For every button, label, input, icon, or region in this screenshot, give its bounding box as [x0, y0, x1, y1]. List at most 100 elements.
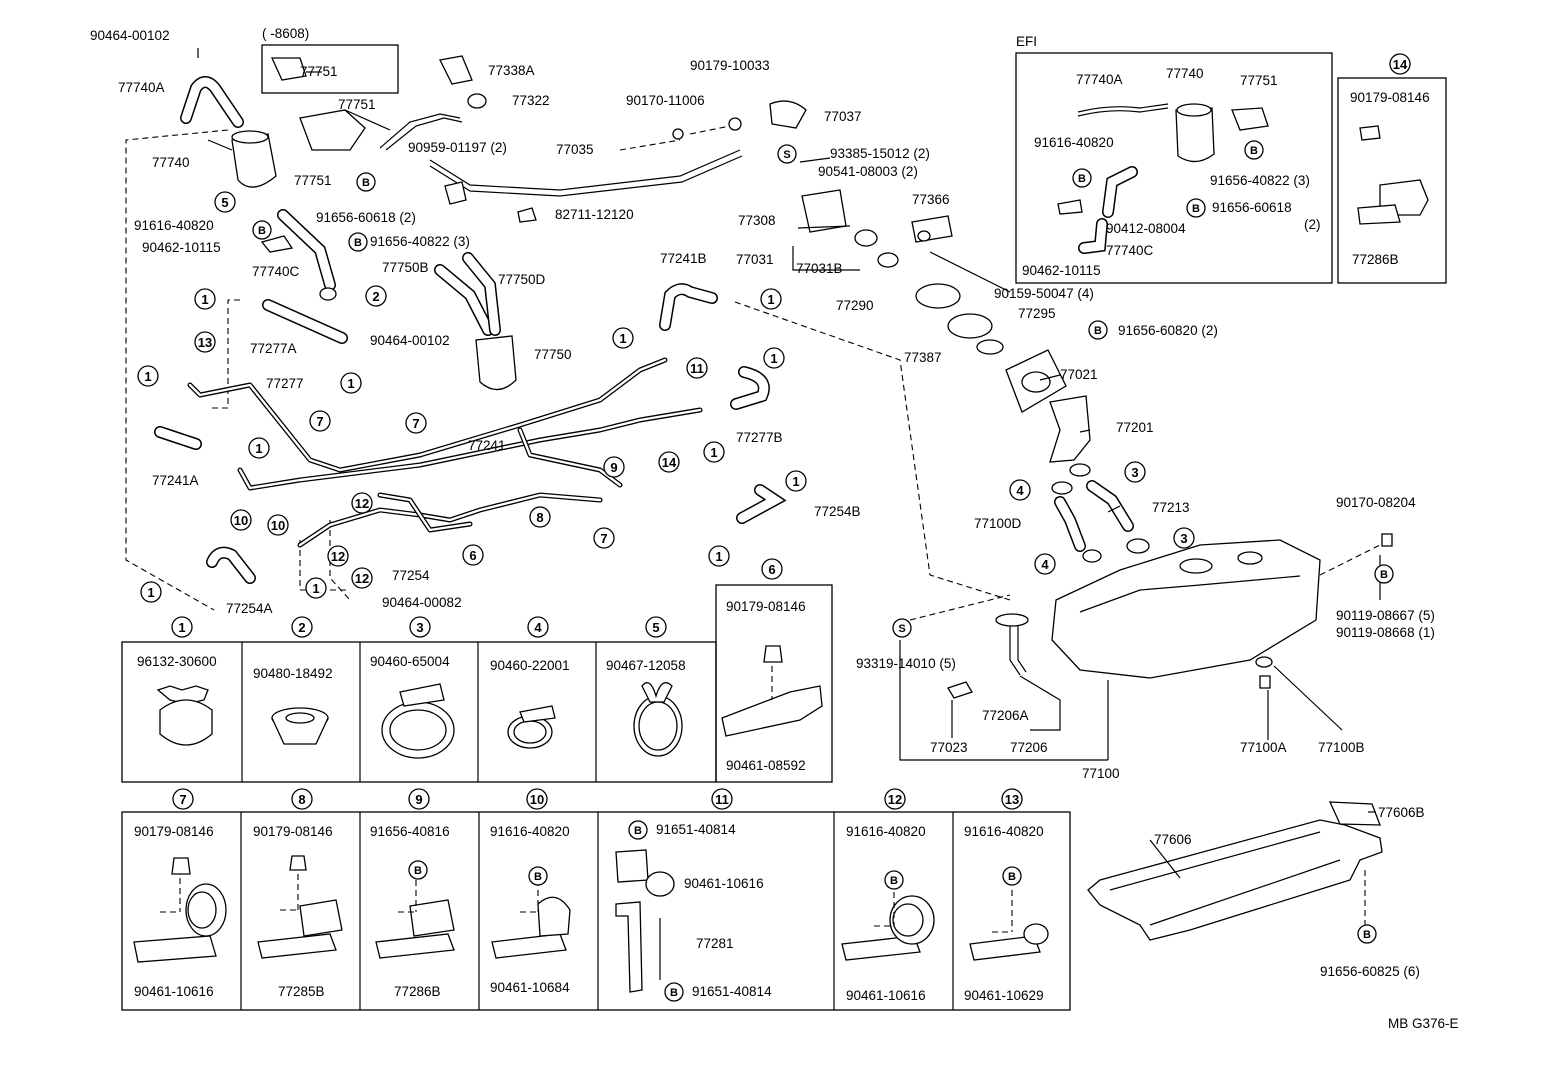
- bracket-part: [270, 57, 307, 81]
- marker-7: 7: [600, 531, 607, 546]
- part-label: 91656-60825 (6): [1320, 964, 1420, 979]
- legend-number: 6: [768, 562, 775, 577]
- b-marker: B: [1094, 325, 1102, 337]
- part-label: 90461-10684: [490, 980, 570, 995]
- part-label: 91616-40820: [134, 218, 214, 233]
- part-label: 77338A: [488, 63, 535, 78]
- marker-12: 12: [355, 571, 369, 586]
- range-box: [261, 44, 399, 94]
- legend-number: 10: [530, 792, 544, 807]
- b-marker: B: [354, 237, 362, 249]
- box-14: [1337, 77, 1447, 284]
- part-label: 90461-10629: [964, 988, 1044, 1003]
- part-label: 91651-40814: [692, 984, 772, 999]
- dash-guide: [734, 301, 1011, 601]
- legend-number: 14: [1393, 57, 1408, 72]
- part-label: 77606B: [1378, 805, 1425, 820]
- part-label: 77290: [836, 298, 874, 313]
- part-label: 91656-40822 (3): [1210, 173, 1310, 188]
- marker-1: 1: [710, 445, 717, 460]
- legend-row-1: [121, 584, 833, 783]
- part-label: 77281: [696, 936, 734, 951]
- part-label: 93319-14010 (5): [856, 656, 956, 671]
- part-label: 90170-11006: [626, 93, 705, 108]
- legend-number: 12: [888, 792, 902, 807]
- part-label: 90412-08004: [1106, 221, 1186, 236]
- dash-guide: [689, 125, 731, 135]
- legend-row-2: [121, 811, 1071, 1011]
- part-label: 90461-10616: [684, 876, 764, 891]
- part-label: 77241: [468, 438, 506, 453]
- legend-number: 8: [298, 792, 305, 807]
- legend-number: 11: [715, 792, 729, 807]
- part-label: 90464-00102: [370, 333, 450, 348]
- part-label: 90159-50047 (4): [994, 286, 1094, 301]
- part-label: 90461-10616: [846, 988, 926, 1003]
- part-label: 90179-08146: [134, 824, 214, 839]
- part-label: 77201: [1116, 420, 1154, 435]
- part-label: 90179-08146: [253, 824, 333, 839]
- part-label: 90461-08592: [726, 758, 806, 773]
- part-label: 91651-40814: [656, 822, 736, 837]
- fuel-lid: [801, 189, 847, 233]
- b-marker: B: [1192, 203, 1200, 215]
- part-label: 90119-08667 (5): [1336, 608, 1435, 623]
- part-label: 77751: [1240, 73, 1278, 88]
- filler-pipe: [1049, 395, 1091, 463]
- legend-number: 5: [652, 620, 659, 635]
- part-label: 90464-00102: [90, 28, 170, 43]
- part-label: 77606: [1154, 832, 1192, 847]
- part-label: 77031B: [796, 261, 843, 276]
- marker-12: 12: [331, 549, 345, 564]
- part-label: 77277A: [250, 341, 297, 356]
- legend-row-2-labels: 90179-08146 90461-10616 90179-08146 7728…: [134, 822, 1044, 1003]
- legend-number: 3: [416, 620, 423, 635]
- marker-1: 1: [792, 474, 799, 489]
- part-label: 77740C: [252, 264, 300, 279]
- marker-14: 14: [662, 455, 677, 470]
- marker-4: 4: [1041, 557, 1049, 572]
- valve-bracket: [299, 109, 366, 151]
- legend-number: 4: [534, 620, 542, 635]
- part-label: 90460-22001: [490, 658, 570, 673]
- dash-guide: [909, 594, 1011, 621]
- part-label: 91616-40820: [1034, 135, 1114, 150]
- marker-1: 1: [144, 369, 151, 384]
- marker-2: 2: [372, 289, 379, 304]
- part-label: 90462-10115: [142, 240, 221, 255]
- part-label: 77366: [912, 192, 950, 207]
- marker-1: 1: [147, 585, 154, 600]
- marker-1: 1: [770, 351, 777, 366]
- part-label: 90541-08003 (2): [818, 164, 918, 179]
- s-marker: S: [898, 623, 905, 635]
- part-label: 90480-18492: [253, 666, 333, 681]
- part-label: 91656-60618 (2): [316, 210, 416, 225]
- marker-10: 10: [234, 513, 248, 528]
- part-label: 77206: [1010, 740, 1048, 755]
- marker-4: 4: [1016, 483, 1024, 498]
- part-label: 91656-40822 (3): [370, 234, 470, 249]
- efi-box: [1015, 52, 1333, 284]
- part-label: 77750B: [382, 260, 429, 275]
- part-label: 91616-40820: [846, 824, 926, 839]
- part-label: 90119-08668 (1): [1336, 625, 1435, 640]
- marker-1: 1: [715, 549, 722, 564]
- range-label: ( -8608): [262, 26, 309, 41]
- part-label: 77308: [738, 213, 776, 228]
- dash-guide: [125, 129, 229, 611]
- circled-markers: 5 2 1 13 1 1 7 7 1 10 10 12 12 12 1 1 6 …: [137, 53, 1411, 810]
- part-label: 90462-10115: [1022, 263, 1101, 278]
- part-label: 77100B: [1318, 740, 1365, 755]
- part-label: 77286B: [1352, 252, 1399, 267]
- marker-11: 11: [690, 361, 704, 376]
- dash-guide: [299, 540, 350, 591]
- part-label: 77750D: [498, 272, 546, 287]
- b-marker: B: [890, 875, 898, 887]
- part-label: 77322: [512, 93, 550, 108]
- part-label: 77740A: [118, 80, 165, 95]
- part-label: 96132-30600: [137, 654, 217, 669]
- part-label: 90179-10033: [690, 58, 770, 73]
- part-label: 90179-08146: [726, 599, 806, 614]
- part-label: 91616-40820: [964, 824, 1044, 839]
- marker-13: 13: [198, 335, 212, 350]
